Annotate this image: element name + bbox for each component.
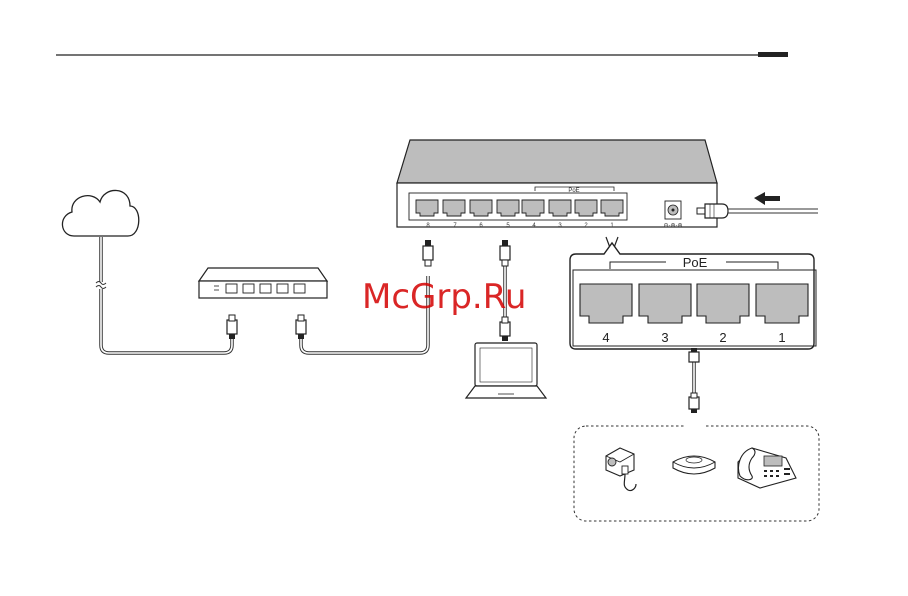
- rj45-connector: [689, 348, 699, 362]
- zoom-poe-label: PoE: [683, 255, 708, 270]
- rj45-connector: [296, 315, 306, 339]
- watermark-text: McGrp.Ru: [362, 277, 526, 317]
- rj45-connector: [500, 317, 510, 341]
- rj45-connector: [423, 240, 433, 266]
- dc-power-jack: [665, 201, 681, 219]
- router-icon: [199, 268, 327, 298]
- rj45-connector: [500, 240, 510, 266]
- arrow-left-icon: [754, 192, 780, 205]
- switch-poe-label: PoE: [568, 188, 579, 194]
- access-point-icon: [673, 456, 715, 474]
- zoom-port-number: 3: [661, 330, 668, 345]
- zoom-port-number: 1: [778, 330, 785, 345]
- zoom-port-number: 4: [602, 330, 609, 345]
- laptop-icon: [466, 343, 546, 398]
- poe-ports-zoom-panel: PoE 4 3 2 1: [570, 243, 816, 349]
- zoom-port-number: 2: [719, 330, 726, 345]
- poe-switch: PoE 8 7 6 5 4 3 2 1 ⊖-⊕-⊕: [397, 140, 717, 229]
- dc-polarity-label: ⊖-⊕-⊕: [663, 223, 682, 229]
- ip-phone-icon: [738, 448, 796, 488]
- cloud-icon: [62, 190, 138, 236]
- ip-camera-icon: [606, 448, 636, 491]
- power-adapter-icon: [697, 204, 818, 218]
- rj45-connector: [689, 393, 699, 413]
- rj45-connector: [227, 315, 237, 339]
- header-rule: [56, 52, 788, 57]
